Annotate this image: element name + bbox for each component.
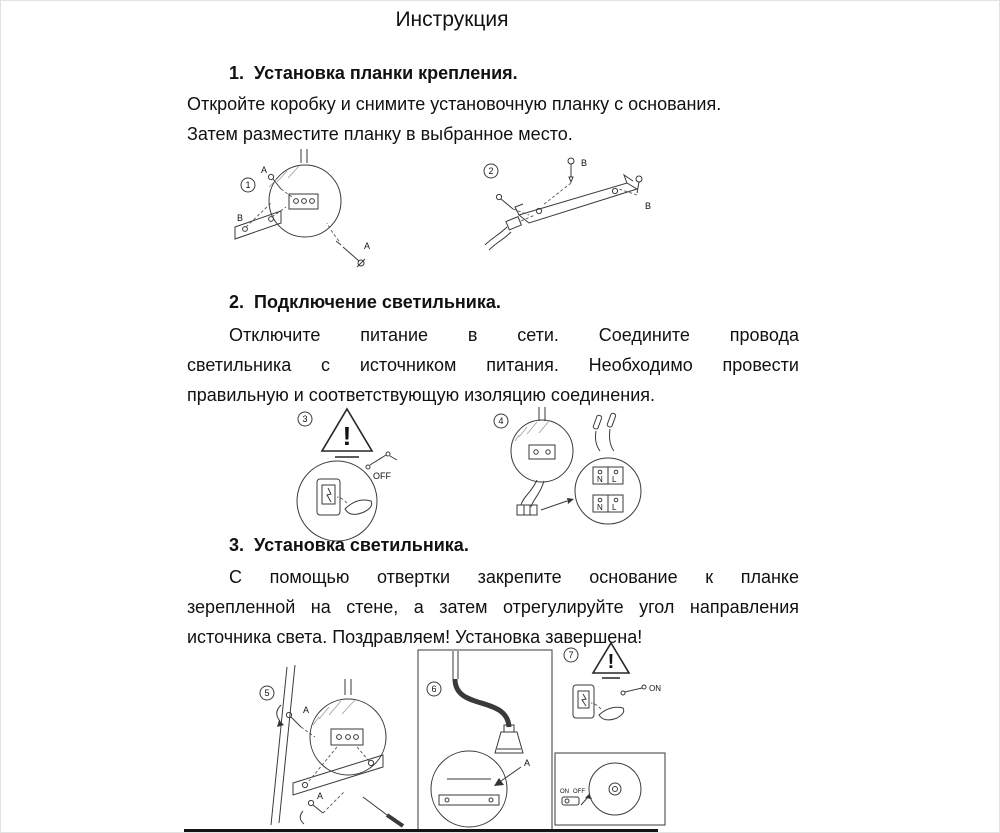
wire-ferrules-icon — [592, 412, 617, 452]
warning-triangle-icon: ! — [320, 407, 374, 458]
mounting-plate — [517, 182, 639, 224]
screw-icon — [495, 193, 514, 210]
text-line: светильника с источником питания. Необхо… — [187, 355, 799, 375]
on-label: ON — [649, 684, 661, 693]
circled-number-2-icon: 2 — [483, 163, 499, 179]
section-3-heading: 3. Установка светильника. — [229, 535, 469, 555]
figure-4-number: 4 — [498, 416, 503, 426]
wall-edge — [270, 664, 296, 826]
terminal-label-n: N — [597, 475, 603, 484]
figure-7-power-on: 7 ! ON ON OFF — [554, 641, 666, 826]
terminal-block-bottom: N L — [592, 494, 624, 513]
circled-number-3-icon: 3 — [297, 411, 313, 427]
label-a: A — [524, 758, 530, 768]
lamp-base-outline — [309, 698, 387, 776]
closed-switch-icon — [620, 684, 647, 696]
section-2-heading: 2. Подключение светильника. — [229, 292, 501, 312]
mini-switch-icon: ON OFF — [560, 789, 592, 806]
figure-1-remove-mounting-plate: 1 A B A — [234, 149, 370, 268]
figure-6-number: 6 — [431, 684, 436, 694]
figure-4-connect-wires: 4 N L N L — [493, 407, 642, 525]
screw-icon — [307, 799, 324, 814]
bottom-divider — [184, 829, 658, 832]
figure-7-frame — [554, 752, 666, 826]
section-1-heading: 1. Установка планки крепления. — [229, 63, 518, 83]
figure-5-number: 5 — [264, 688, 269, 698]
detail-circle — [296, 460, 378, 542]
wall-switch-icon — [316, 478, 341, 516]
screw-icon — [267, 173, 282, 190]
lamp-base-outline — [510, 419, 574, 483]
figure-1-number: 1 — [245, 180, 250, 190]
label-a-bottom: A — [317, 791, 323, 801]
terminal-label-l: L — [612, 475, 617, 484]
lamp-base-outline — [268, 164, 342, 238]
mini-off-label: OFF — [573, 789, 585, 795]
section-3-paragraph: С помощью отвертки закрепите основание к… — [187, 562, 799, 652]
figure-3-number: 3 — [302, 414, 307, 424]
figure-6-assembled-lamp: 6 A — [417, 649, 553, 832]
circled-number-5-icon: 5 — [259, 685, 275, 701]
label-a-top: A — [303, 705, 309, 715]
figure-2-number: 2 — [488, 166, 493, 176]
terminal-block-top: N L — [592, 466, 624, 485]
screw-icon — [285, 711, 302, 728]
gooseneck-arm — [452, 678, 512, 728]
page-title: Инструкция — [395, 8, 509, 31]
lamp-base-outline — [430, 750, 508, 828]
figure-2-mount-plate-to-wall: 2 B B — [483, 157, 651, 251]
finger-icon — [598, 706, 625, 721]
label-a-side: A — [364, 241, 370, 251]
screw-icon — [567, 157, 575, 184]
screw-icon — [335, 240, 366, 268]
mounting-plate — [234, 210, 282, 240]
section-1-paragraph: Откройте коробку и снимите установочную … — [187, 89, 799, 149]
circled-number-1-icon: 1 — [240, 177, 256, 193]
figure-3-power-off-warning: 3 ! OFF — [296, 407, 398, 542]
lamp-head — [494, 724, 524, 754]
label-b-top: B — [581, 158, 587, 168]
text-line: источника света. Поздравляем! Установка … — [187, 627, 643, 647]
mini-on-label: ON — [560, 789, 569, 795]
text-line: Откройте коробку и снимите установочную … — [187, 94, 722, 114]
figure-7-number: 7 — [568, 650, 573, 660]
screwdriver-icon — [362, 796, 405, 828]
screw-icon — [635, 175, 643, 194]
off-label: OFF — [373, 471, 391, 481]
figure-5-attach-base: 5 A A — [259, 664, 405, 828]
terminal-label-n: N — [597, 503, 603, 512]
terminal-connector — [516, 504, 538, 516]
text-line: зерепленной на стене, а затем отрегулиру… — [187, 597, 799, 617]
section-2-paragraph: Отключите питание в сети. Соедините пров… — [187, 320, 799, 410]
text-line: правильную и соответствующую изоляцию со… — [187, 385, 655, 405]
lamp-front-view — [588, 762, 642, 816]
circled-number-7-icon: 7 — [563, 647, 579, 663]
mounting-plate — [292, 754, 384, 796]
circled-number-6-icon: 6 — [426, 681, 442, 697]
finger-icon — [344, 499, 373, 515]
open-switch-icon — [365, 451, 398, 470]
label-a-top: A — [261, 165, 267, 175]
warning-exclamation: ! — [608, 651, 615, 673]
warning-triangle-icon: ! — [591, 641, 631, 679]
figure-6-frame — [417, 649, 553, 832]
text-line: Отключите питание в сети. Соедините пров… — [229, 325, 799, 345]
label-b-side: B — [645, 201, 651, 211]
label-b: B — [237, 213, 243, 223]
terminal-label-l: L — [612, 503, 617, 512]
text-line: Затем разместите планку в выбранное мест… — [187, 124, 573, 144]
warning-exclamation: ! — [343, 421, 352, 451]
circled-number-4-icon: 4 — [493, 413, 509, 429]
wall-switch-icon — [572, 684, 595, 719]
power-wires-icon — [484, 216, 523, 251]
text-line: С помощью отвертки закрепите основание к… — [229, 567, 799, 587]
detail-circle — [574, 457, 642, 525]
